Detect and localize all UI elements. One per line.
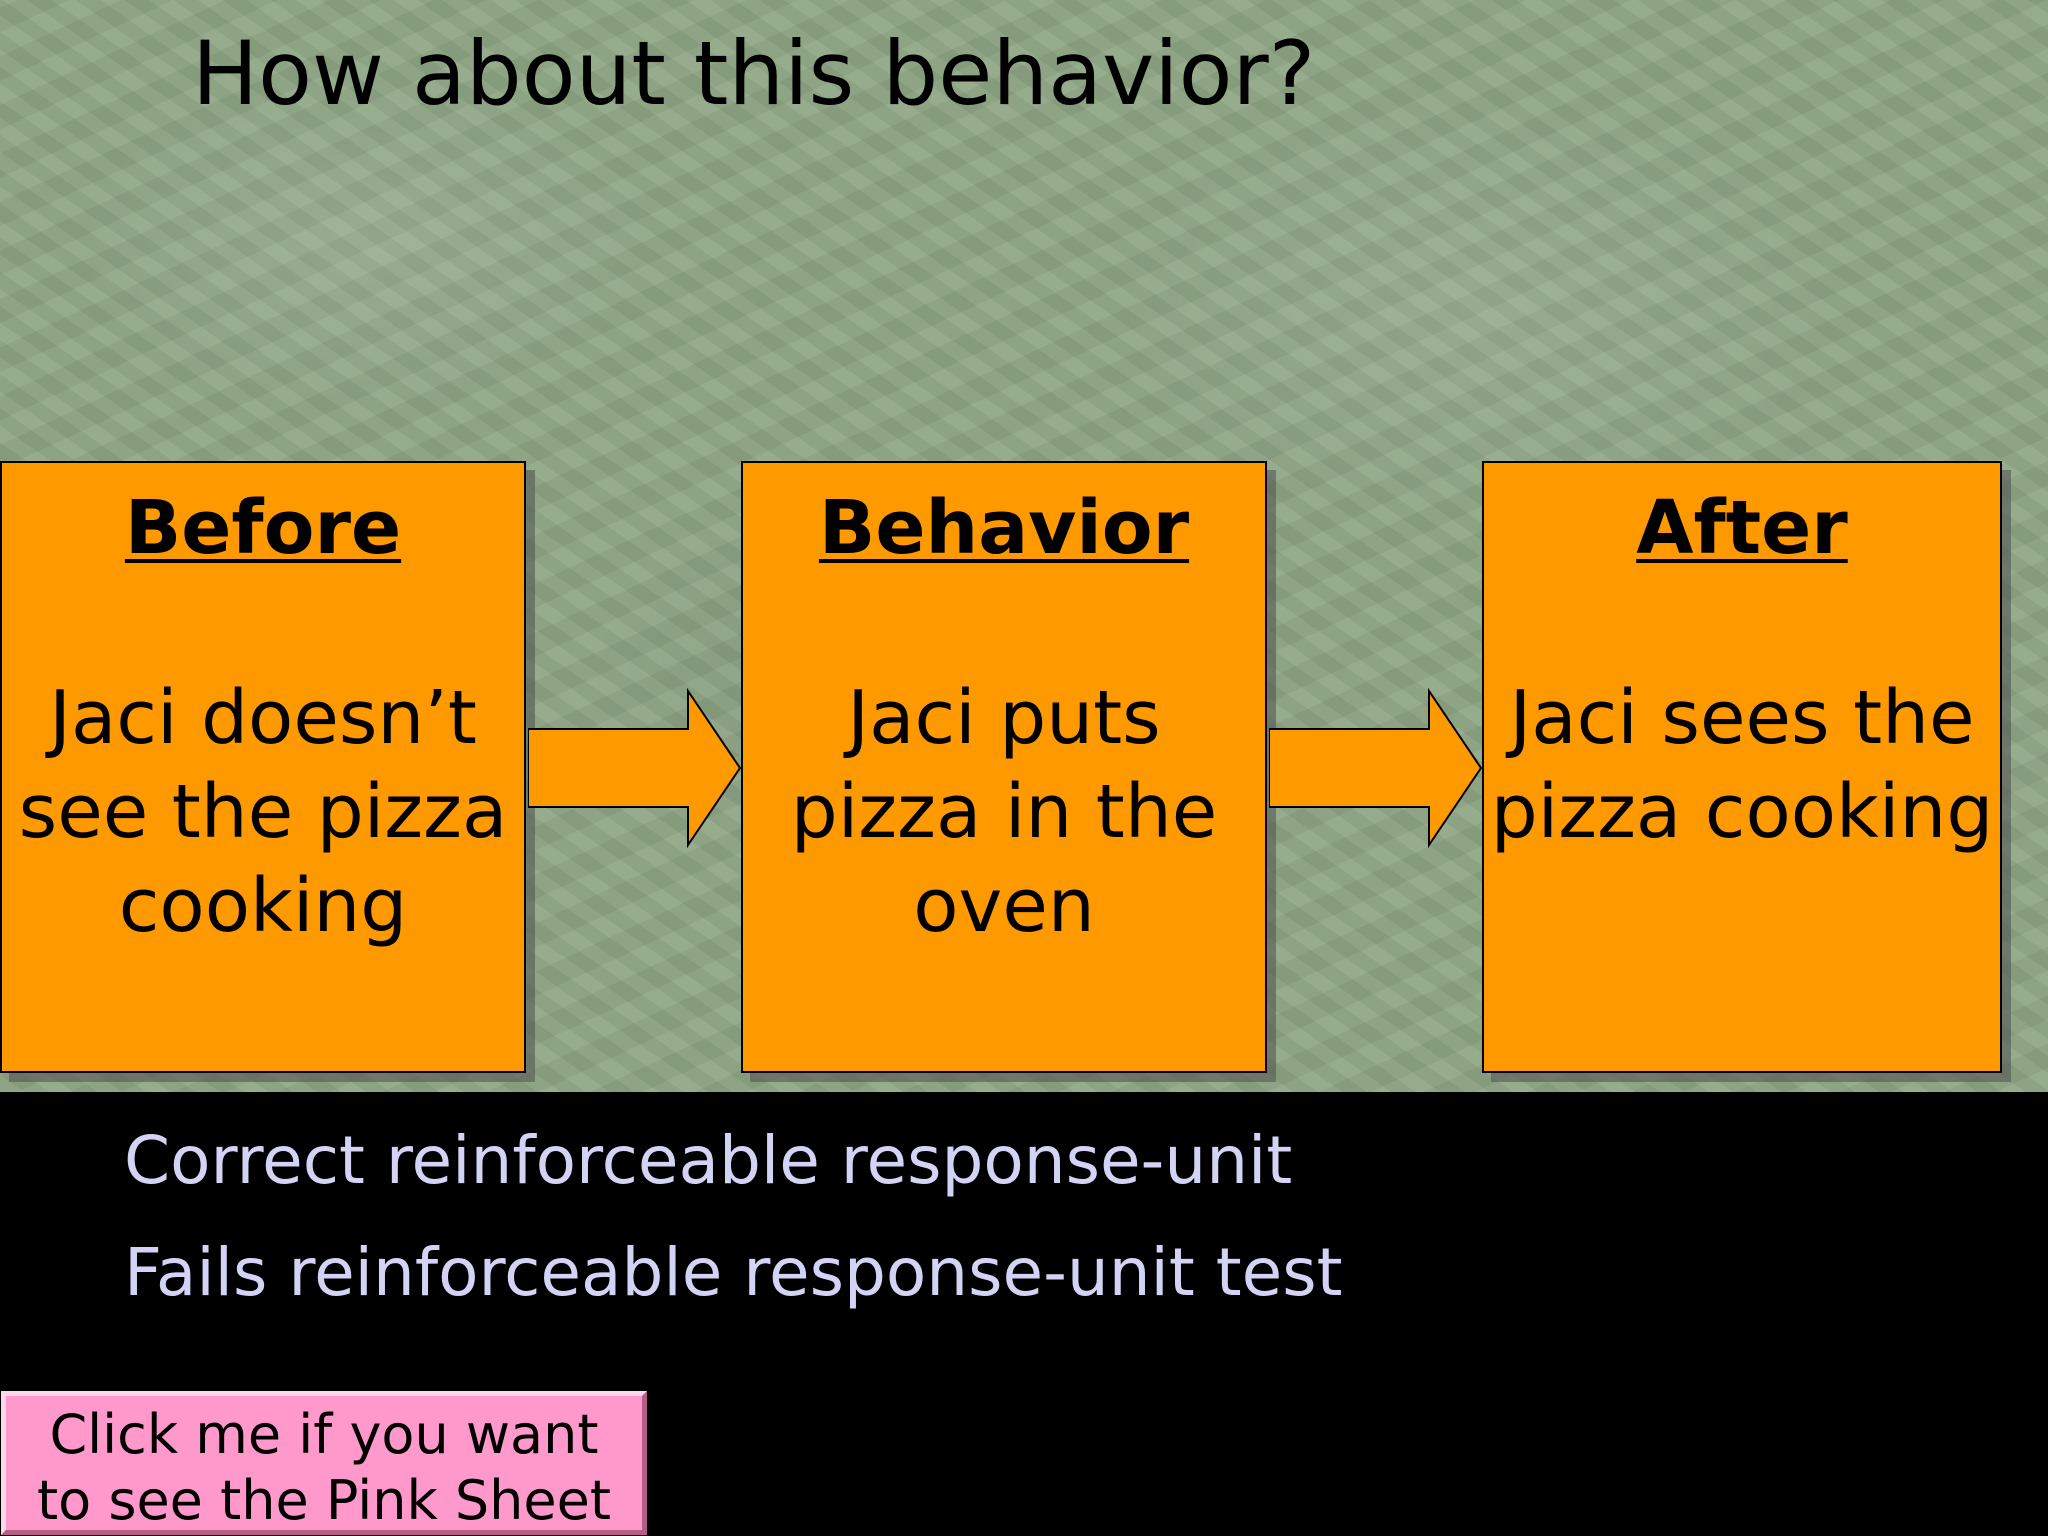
slide-title: How about this behavior? — [192, 22, 1316, 125]
pink-sheet-button[interactable]: Click me if you want to see the Pink She… — [0, 1389, 649, 1536]
before-heading: Before — [124, 485, 402, 571]
after-box: After Jaci sees the pizza cooking — [1482, 461, 2002, 1073]
behavior-heading: Behavior — [818, 485, 1190, 571]
after-text: Jaci sees the pizza cooking — [1490, 675, 1994, 855]
behavior-box: Behavior Jaci puts pizza in the oven — [741, 461, 1267, 1073]
option-correct[interactable]: Correct reinforceable response-unit — [124, 1122, 1293, 1199]
arrow-behavior-to-after-icon — [1269, 688, 1483, 848]
option-fails[interactable]: Fails reinforceable response-unit test — [124, 1234, 1343, 1311]
pink-sheet-button-line1: Click me if you want — [49, 1403, 599, 1466]
before-box: Before Jaci doesn’t see the pizza cookin… — [0, 461, 526, 1073]
arrow-before-to-behavior-icon — [528, 688, 742, 848]
behavior-text: Jaci puts pizza in the oven — [790, 675, 1218, 949]
answer-options: Correct reinforceable response-unit Fail… — [124, 1105, 1343, 1329]
before-text: Jaci doesn’t see the pizza cooking — [18, 675, 508, 949]
after-heading: After — [1636, 485, 1848, 571]
pink-sheet-button-line2: to see the Pink Sheet — [36, 1469, 612, 1532]
